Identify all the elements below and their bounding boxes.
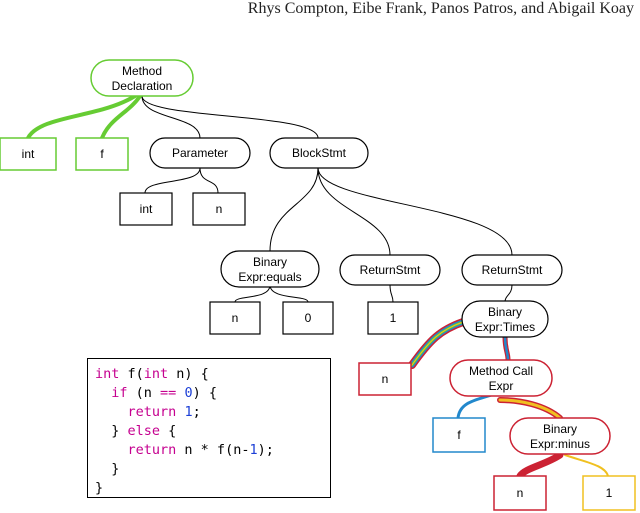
edge-equals-0: [269, 284, 309, 303]
svg-text:Expr:equals: Expr:equals: [238, 270, 301, 284]
edge-minus-n: [516, 451, 564, 480]
svg-text:ReturnStmt: ReturnStmt: [360, 263, 421, 277]
code-line: }: [95, 479, 330, 498]
edge-block-return1: [317, 167, 391, 256]
node-param-child-n: n: [192, 192, 246, 226]
svg-text:n: n: [232, 311, 239, 325]
node-minus-n: n: [493, 475, 547, 511]
code-line: return 1;: [95, 403, 330, 422]
code-token: return: [127, 442, 177, 458]
svg-text:Expr:minus: Expr:minus: [530, 437, 590, 451]
svg-text:f: f: [100, 147, 104, 161]
edge-method-blockstmt: [141, 95, 319, 139]
node-param-child-int: int: [119, 192, 173, 226]
path-times-call: [502, 334, 511, 363]
code-token: int: [95, 366, 120, 382]
svg-text:Method: Method: [122, 64, 162, 78]
path-green: [26, 94, 142, 140]
svg-text:Expr: Expr: [489, 379, 514, 393]
edge-block-binaryequals: [269, 167, 319, 252]
code-token: ;: [192, 404, 201, 420]
node-binary-minus: Binary Expr:minus: [509, 417, 611, 455]
code-token: [95, 385, 111, 401]
svg-text:BlockStmt: BlockStmt: [292, 146, 347, 160]
svg-text:int: int: [140, 202, 153, 216]
node-return-value-1: 1: [367, 301, 419, 335]
code-token: }: [95, 461, 120, 477]
node-call-name-f: f: [432, 417, 486, 453]
node-binary-equals: Binary Expr:equals: [220, 250, 320, 288]
node-returnstmt-2: ReturnStmt: [461, 254, 563, 286]
code-token: );: [257, 442, 274, 458]
code-token: f(: [119, 366, 144, 382]
svg-text:n: n: [517, 486, 524, 500]
code-line: }: [95, 460, 330, 479]
svg-text:Binary: Binary: [543, 422, 577, 436]
code-token: 1: [184, 404, 193, 420]
code-token: [95, 404, 128, 420]
code-token: if: [111, 385, 128, 401]
code-token: int: [143, 366, 169, 382]
code-token: ==: [160, 385, 177, 401]
node-param-type-int: int: [0, 137, 57, 171]
node-returnstmt-1: ReturnStmt: [339, 254, 441, 286]
path-call-minus: [497, 397, 563, 421]
node-times-left-n: n: [358, 362, 412, 396]
code-token: {: [160, 423, 177, 439]
node-equals-0: 0: [282, 301, 334, 335]
code-token: ) {: [192, 385, 217, 401]
svg-text:Binary: Binary: [253, 255, 287, 269]
code-token: }: [95, 423, 128, 439]
svg-text:Declaration: Declaration: [112, 79, 173, 93]
edge-green-int: [26, 94, 137, 140]
node-minus-1: 1: [582, 475, 636, 511]
code-token: }: [95, 480, 104, 496]
code-token: (n: [127, 385, 161, 401]
code-token: n) {: [168, 366, 209, 382]
edge-block-return2: [317, 167, 513, 256]
svg-text:int: int: [22, 147, 35, 161]
code-snippet: int f(int n) { if (n == 0) { return 1; }…: [87, 358, 331, 498]
code-line: if (n == 0) {: [95, 384, 330, 403]
node-method-call: Method Call Expr: [449, 359, 553, 397]
code-line: return n * f(n-1);: [95, 441, 330, 460]
svg-text:0: 0: [305, 311, 312, 325]
edge-green-f: [100, 94, 142, 140]
code-line: int f(int n) {: [95, 365, 330, 384]
node-parameter: Parameter: [149, 137, 251, 169]
svg-text:1: 1: [390, 311, 397, 325]
svg-text:n: n: [216, 202, 223, 216]
svg-text:Expr:Times: Expr:Times: [475, 320, 535, 334]
svg-text:Parameter: Parameter: [172, 146, 228, 160]
code-token: else: [127, 423, 161, 439]
node-method-declaration: Method Declaration: [90, 59, 194, 97]
svg-text:n: n: [382, 372, 389, 386]
edge-return1-1: [389, 284, 394, 303]
edge-equals-n: [234, 284, 271, 303]
code-token: 1: [249, 442, 258, 458]
svg-text:Binary: Binary: [488, 305, 522, 319]
node-method-name-f: f: [75, 137, 129, 171]
page-header-authors: Rhys Compton, Eibe Frank, Panos Patros, …: [247, 0, 634, 17]
svg-text:ReturnStmt: ReturnStmt: [482, 263, 543, 277]
edge-method-parameter: [141, 95, 201, 139]
svg-text:f: f: [457, 428, 461, 442]
edge-parameter-int: [144, 167, 201, 194]
svg-text:Method Call: Method Call: [469, 364, 533, 378]
code-token: 0: [184, 385, 193, 401]
node-binary-times: Binary Expr:Times: [461, 300, 549, 338]
path-multicolor: [408, 318, 467, 369]
node-equals-n: n: [209, 301, 261, 335]
edge-minus-1: [564, 454, 609, 477]
code-token: n * f(n-: [176, 442, 250, 458]
edge-return2-times: [504, 284, 513, 303]
svg-text:1: 1: [606, 486, 613, 500]
edge-parameter-n: [199, 167, 219, 194]
code-token: [95, 442, 128, 458]
code-line: } else {: [95, 422, 330, 441]
code-token: return: [127, 404, 177, 420]
node-blockstmt: BlockStmt: [269, 137, 369, 169]
